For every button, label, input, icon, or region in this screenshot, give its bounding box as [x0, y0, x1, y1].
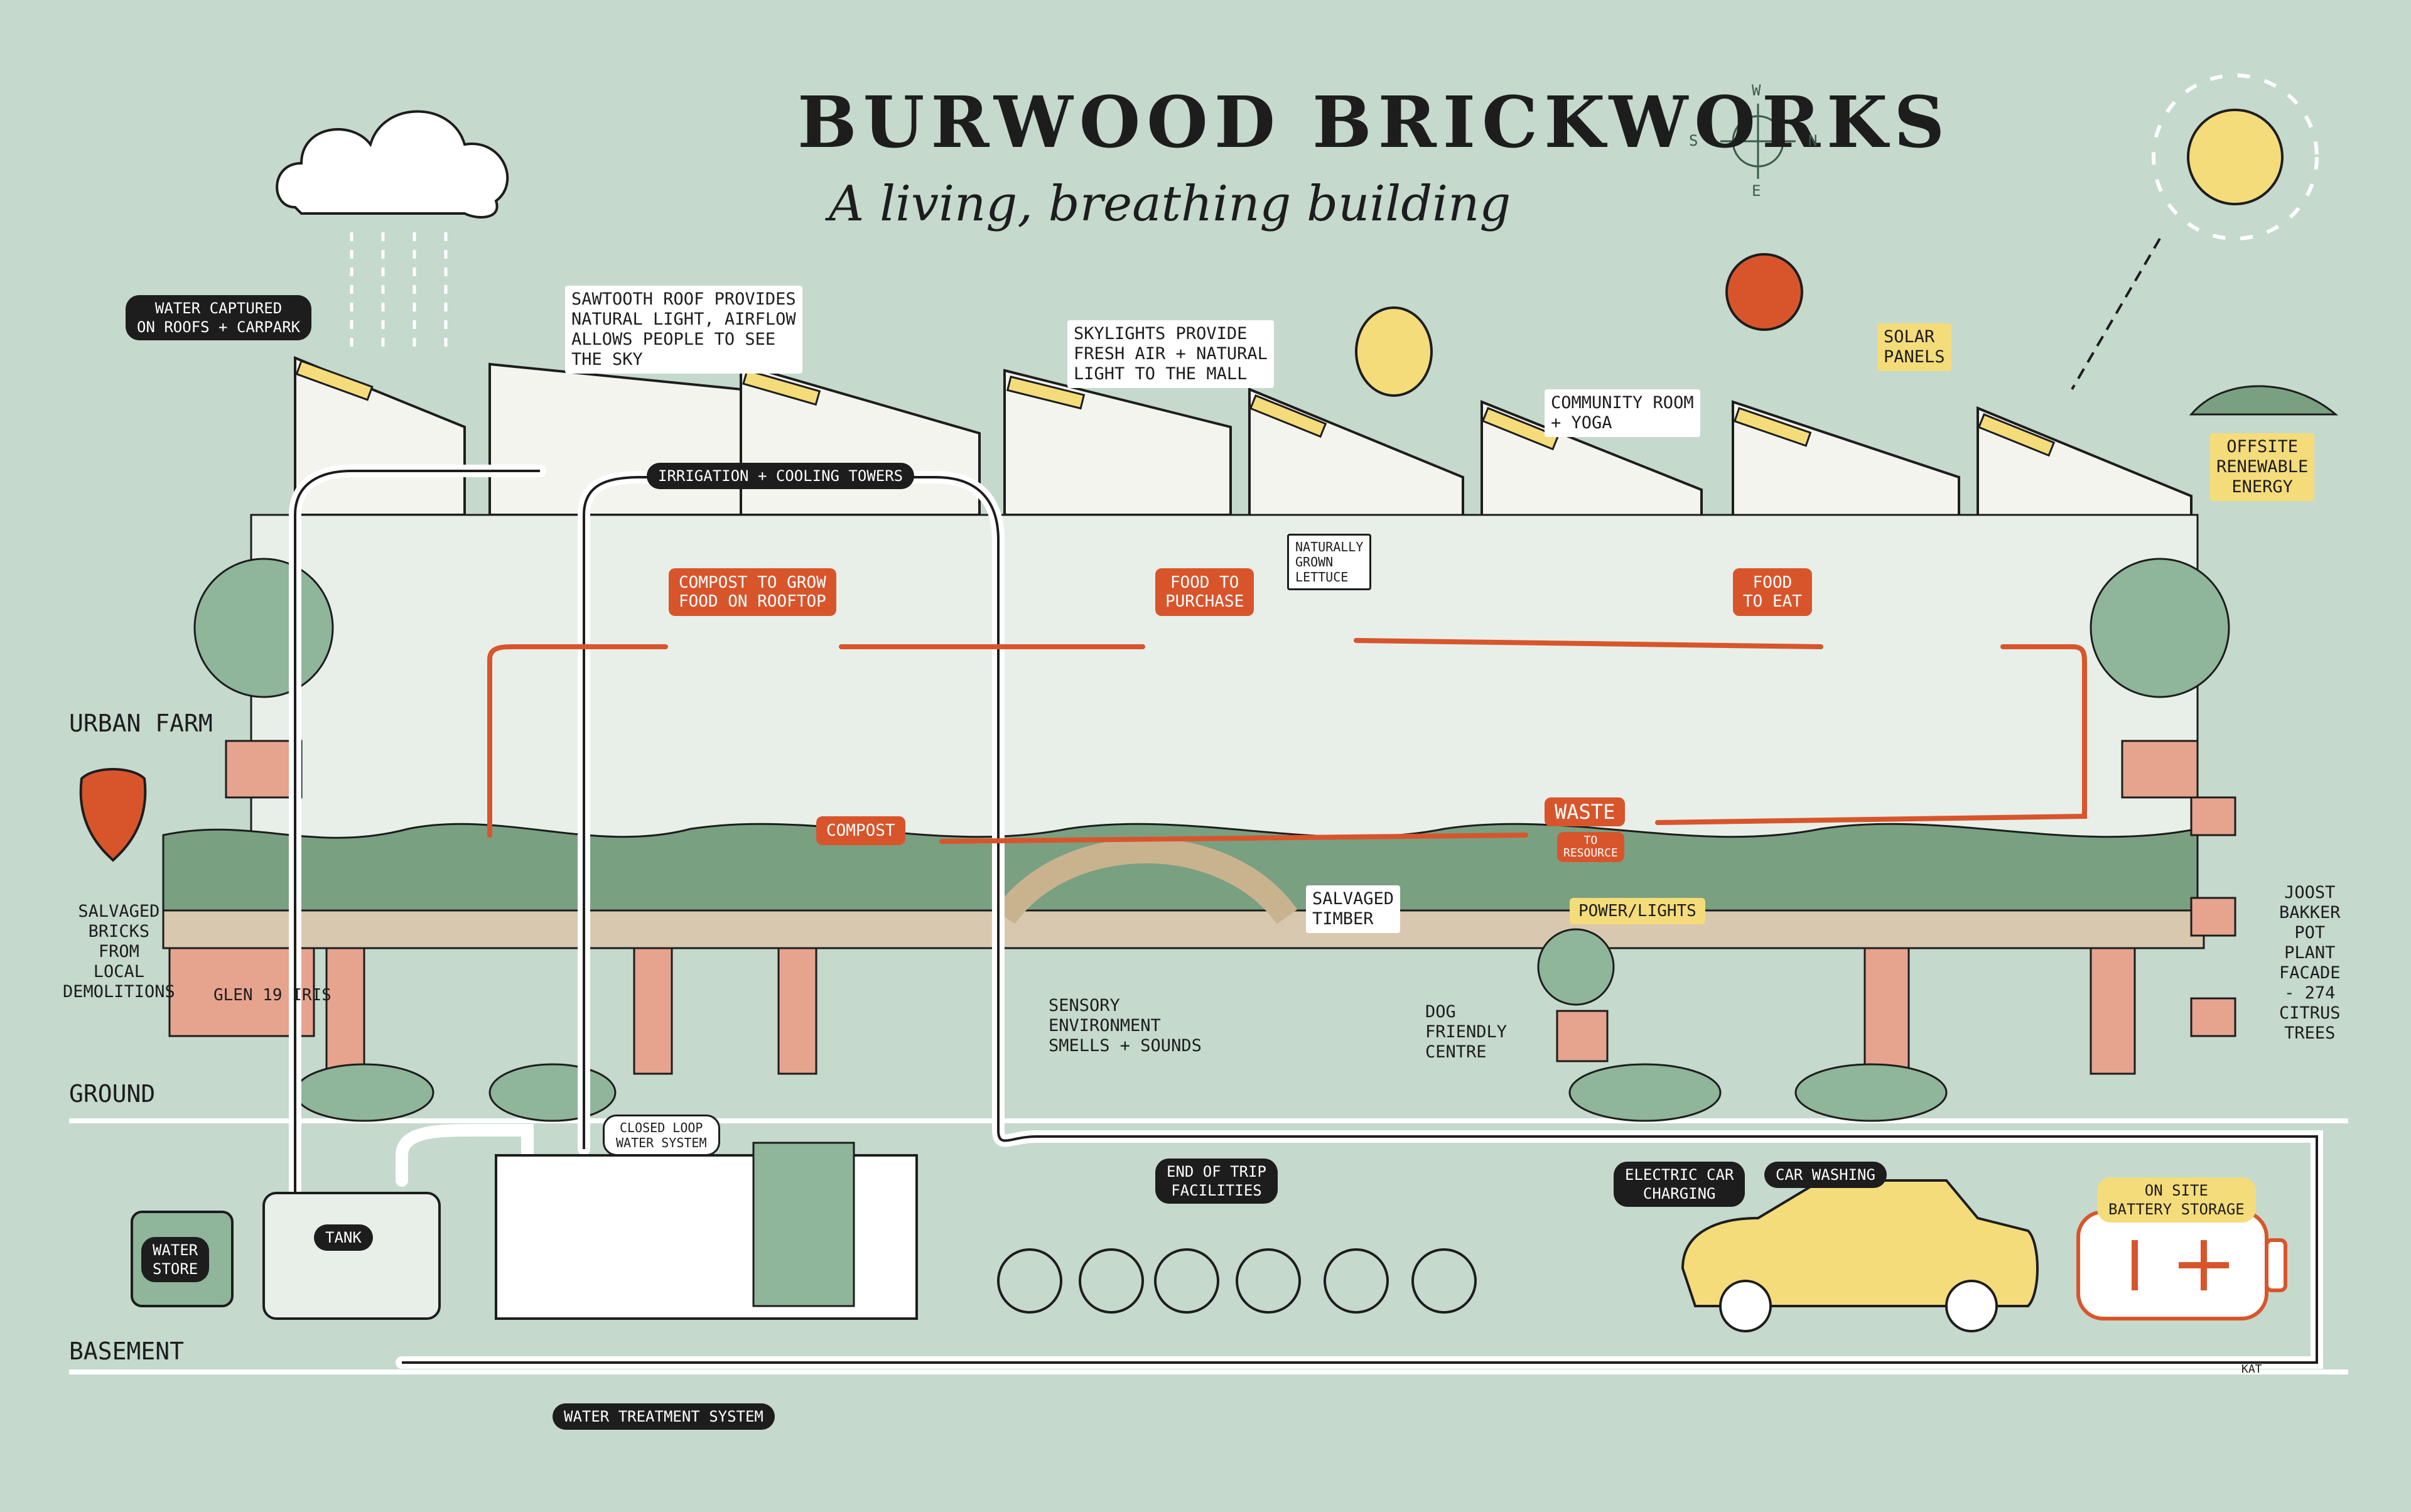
- callout-dog-friendly: DOG FRIENDLY CENTRE: [1425, 1002, 1508, 1062]
- brick-sign: GLEN 19 IRIS: [213, 986, 332, 1005]
- callout-salvaged-bricks: SALVAGED BRICKS FROM LOCAL DEMOLITIONS: [63, 902, 175, 1002]
- tag-end-of-trip: END OF TRIP FACILITIES: [1155, 1158, 1278, 1204]
- level-urban-farm: URBAN FARM: [69, 710, 213, 737]
- callout-community-room: COMMUNITY ROOM + YOGA: [1545, 389, 1700, 437]
- flow-waste: WASTE: [1545, 797, 1626, 826]
- callout-skylights: SKYLIGHTS PROVIDE FRESH AIR + NATURAL LI…: [1067, 320, 1274, 388]
- rain: [350, 232, 448, 352]
- callout-joost-bakker: JOOST BAKKER POT PLANT FACADE - 274 CITR…: [2279, 883, 2341, 1043]
- compass-rose: [1720, 104, 1796, 179]
- brick-columns: [168, 947, 2136, 1075]
- tag-closed-loop: CLOSED LOOP WATER SYSTEM: [603, 1115, 720, 1156]
- tag-water-store: WATER STORE: [141, 1237, 210, 1282]
- sun: [2152, 73, 2319, 240]
- water-pipes-outline: [294, 470, 2318, 1364]
- electric-car: [1681, 1179, 2039, 1332]
- solar-panels: [295, 360, 2056, 457]
- tag-electric-car: ELECTRIC CAR CHARGING: [1614, 1162, 1745, 1207]
- artist-signature: KAT: [2241, 1363, 2262, 1376]
- flow-food-to-eat: FOOD TO EAT: [1733, 568, 1812, 616]
- food-cycle-loop: [487, 638, 2087, 844]
- callout-sensory-environment: SENSORY ENVIRONMENT SMELLS + SOUNDS: [1049, 996, 1202, 1056]
- tag-battery-storage: ON SITE BATTERY STORAGE: [2097, 1177, 2256, 1223]
- strawberry: [79, 768, 147, 862]
- page-subtitle: A living, breathing building: [829, 176, 1511, 232]
- callout-sawtooth-roof: SAWTOOTH ROOF PROVIDES NATURAL LIGHT, AI…: [565, 286, 802, 374]
- shower-panel: [752, 1142, 855, 1307]
- timber-arch-bridge: [994, 838, 1298, 924]
- rain-cloud: [276, 110, 509, 219]
- flow-power-lights: POWER/LIGHTS: [1570, 898, 1705, 924]
- sun-arrow: [2071, 237, 2161, 391]
- callout-offsite-energy: OFFSITE RENEWABLE ENERGY: [2210, 433, 2315, 501]
- citrus-facade: [2190, 796, 2236, 1037]
- ground-shrubs: [294, 1063, 1948, 1122]
- page-title: BURWOOD BRICKWORKS: [797, 82, 1951, 164]
- callout-water-captured: WATER CAPTURED ON ROOFS + CARPARK: [126, 295, 312, 340]
- compass-e: E: [1752, 182, 1761, 200]
- compass-w: W: [1752, 82, 1761, 99]
- flow-compost: COMPOST: [816, 816, 905, 845]
- flow-food-to-purchase: FOOD TO PURCHASE: [1155, 568, 1254, 616]
- basement-bicycles: [997, 1248, 1477, 1314]
- flow-to-resource: TO RESOURCE: [1557, 832, 1624, 862]
- level-ground: GROUND: [69, 1080, 156, 1108]
- callout-salvaged-timber: SALVAGED TIMBER: [1306, 885, 1401, 933]
- tank: [262, 1192, 441, 1320]
- battery-storage: [2076, 1210, 2287, 1320]
- rooftop-greenhouse: [250, 514, 2199, 849]
- tag-tank: TANK: [314, 1224, 373, 1251]
- tag-irrigation: IRRIGATION + COOLING TOWERS: [647, 463, 915, 489]
- compass-s: S: [1689, 132, 1698, 149]
- tomato: [1725, 253, 1803, 331]
- level-basement: BASEMENT: [69, 1337, 185, 1365]
- flow-compost-to-grow: COMPOST TO GROW FOOD ON ROOFTOP: [669, 568, 836, 616]
- offsite-wind-hill: [2189, 385, 2339, 416]
- tag-car-washing: CAR WASHING: [1764, 1162, 1887, 1188]
- sign-naturally-grown: NATURALLY GROWN LETTUCE: [1287, 534, 1372, 590]
- lemon: [1355, 306, 1433, 397]
- compass-n: N: [1808, 132, 1818, 149]
- brick-facade: [162, 909, 2205, 949]
- callout-solar-panels: SOLAR PANELS: [1877, 323, 1951, 371]
- tag-water-treatment: WATER TREATMENT SYSTEM: [553, 1403, 775, 1430]
- potted-trees: [193, 558, 2230, 1062]
